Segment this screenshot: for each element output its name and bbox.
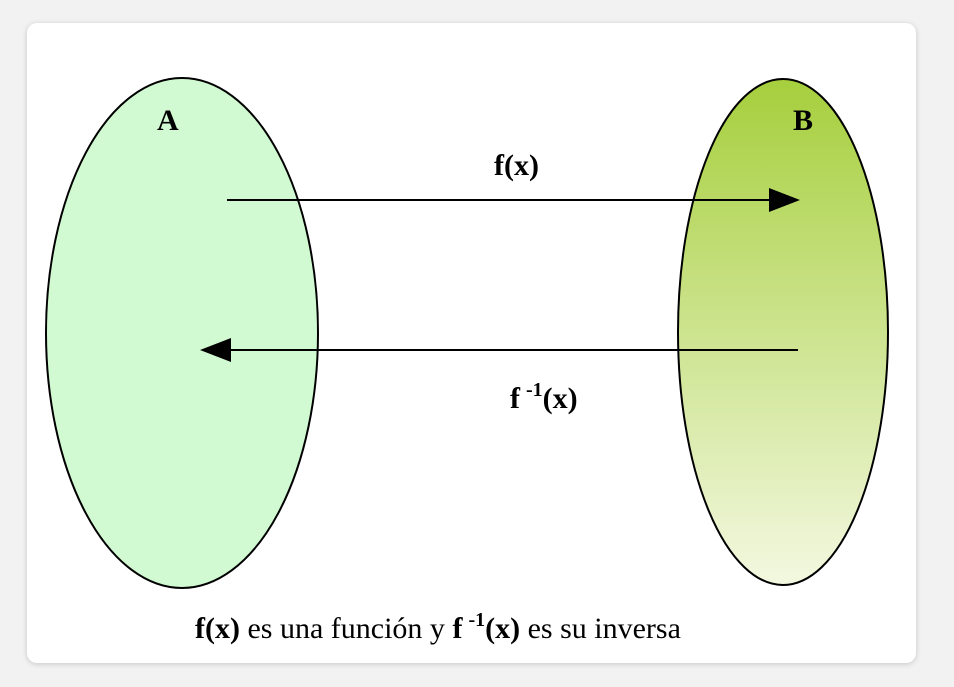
inverse-arrow-label: f-1(x) [510,379,578,415]
caption-function: f(x) [195,612,240,645]
forward-arrowhead [769,188,800,212]
set-b-ellipse [677,78,889,586]
inverse-label-sup: -1 [526,379,543,401]
inverse-label-arg: (x) [543,382,578,415]
inverse-label-base: f [510,382,521,415]
set-a-ellipse [45,77,319,589]
inverse-arrowhead [200,338,231,362]
diagram-card: A B f(x) f-1(x) f(x) es una función y f-… [27,23,916,663]
caption-inverse-sup: -1 [468,609,485,631]
set-a-label: A [157,104,179,137]
caption-inverse-arg: (x) [485,612,520,645]
forward-arrow-label: f(x) [494,149,539,182]
caption-text-2: es su inversa [520,612,681,645]
caption-inverse-base: f [452,612,463,645]
diagram-caption: f(x) es una función y f-1(x) es su inver… [195,609,681,645]
caption-text-1: es una función y [240,612,452,645]
set-b-label: B [793,104,813,137]
function-inverse-diagram: A B f(x) f-1(x) f(x) es una función y f-… [45,77,889,645]
